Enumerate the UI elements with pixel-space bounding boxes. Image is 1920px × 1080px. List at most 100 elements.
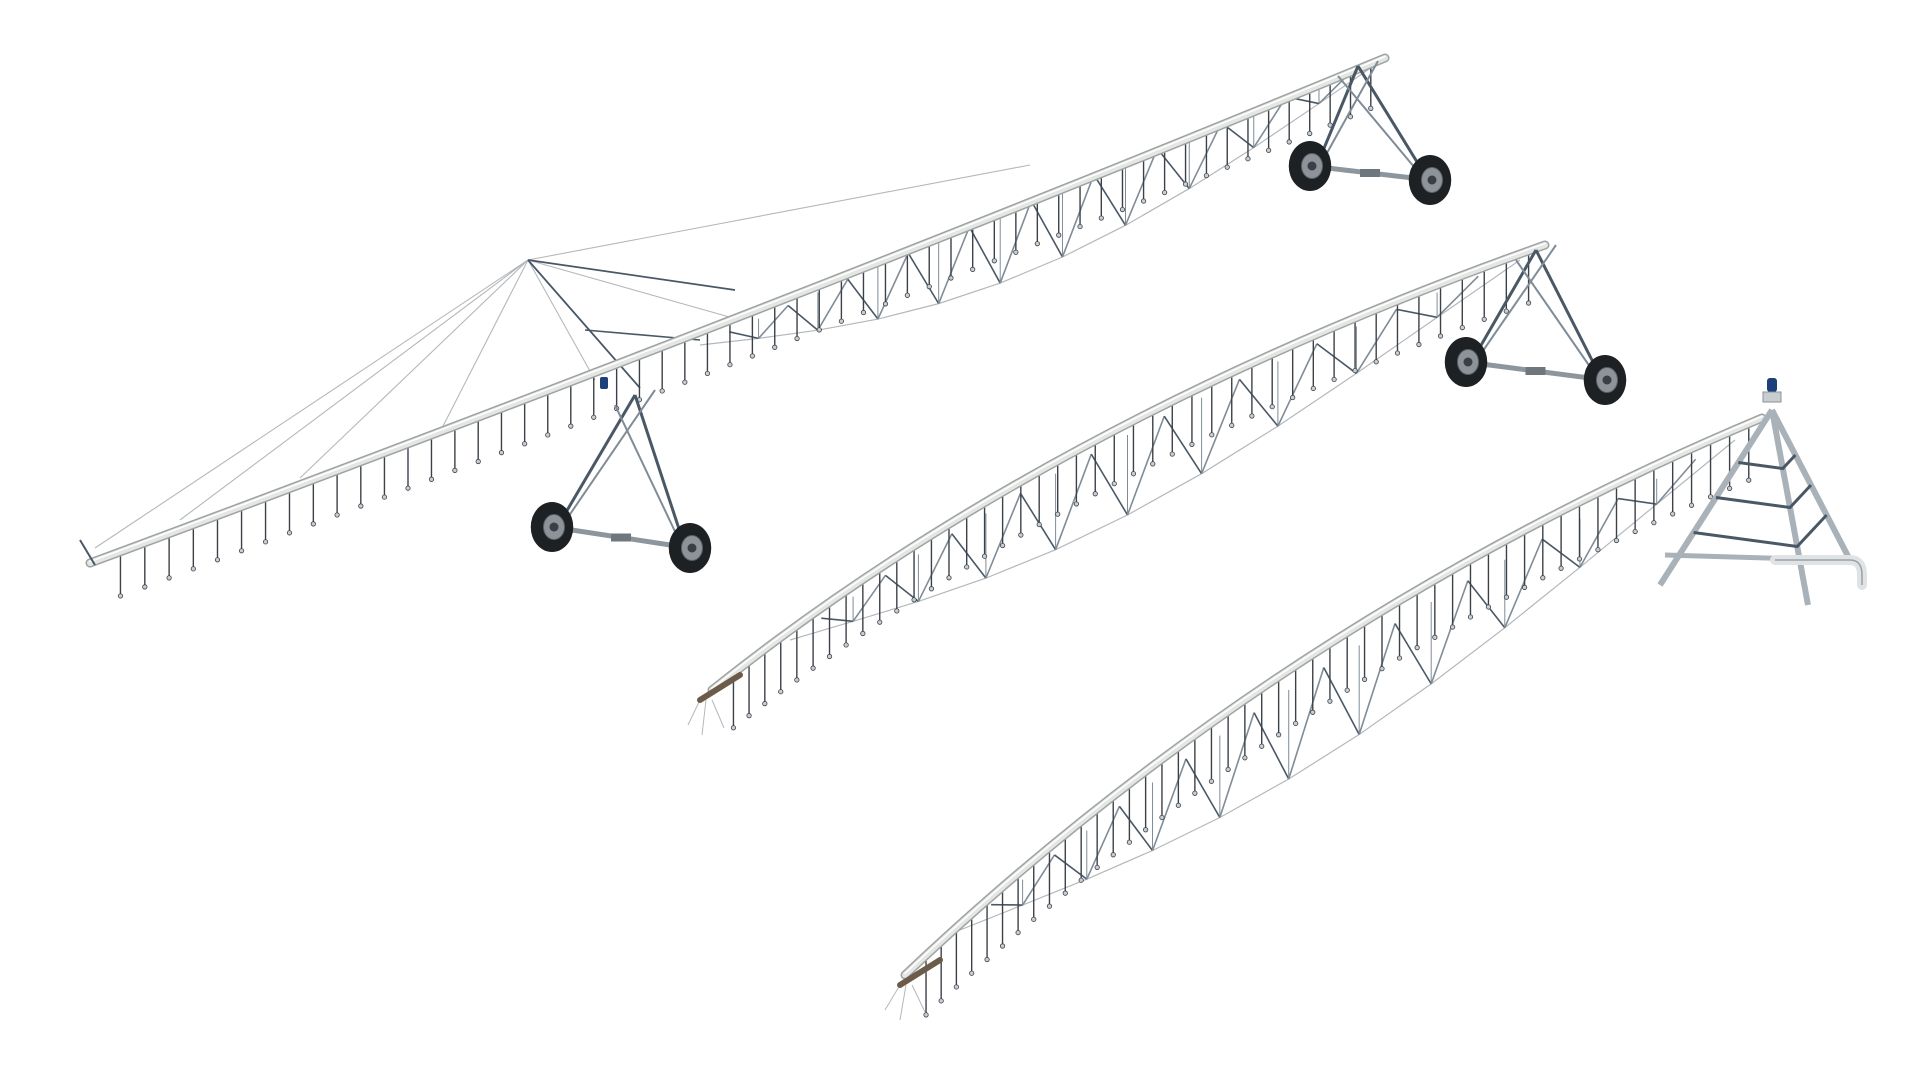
- overhang-cable-1: [179, 259, 529, 521]
- span-joint-hose-2: [697, 672, 743, 703]
- sprinkler-head-s3-17: [1175, 802, 1181, 808]
- sprinkler-head-s2-4: [778, 689, 784, 695]
- sprinkler-head-s1-24: [659, 388, 665, 394]
- sprinkler-head-s2-34: [1331, 376, 1337, 383]
- sprinkler-head-s3-45: [1670, 511, 1676, 517]
- sprinkler-head-s3-26: [1327, 698, 1333, 704]
- truss-brace-a-s3-8: [1467, 580, 1506, 629]
- sprinkler-head-s1-14: [428, 476, 435, 482]
- sprinkler-head-s2-37: [1394, 350, 1401, 356]
- truss-brace-b-s2-5: [1126, 415, 1166, 516]
- drive-tower-3-wheel-right-hub-center: [1602, 375, 1612, 385]
- sprinkler-head-s2-17: [1000, 542, 1006, 549]
- truss-brace-a-s2-9: [1396, 308, 1438, 319]
- sprinkler-head-s2-22: [1092, 491, 1098, 497]
- sprinkler-head-s2-30: [1249, 413, 1255, 419]
- pivot-rung-2: [1693, 513, 1828, 549]
- sprinkler-head-s1-16: [475, 458, 481, 465]
- pipe-outline-s2: [707, 240, 1550, 695]
- sprinkler-head-s2-9: [860, 630, 866, 637]
- drive-tower-3-wheel-left-hub-center: [1463, 357, 1473, 367]
- sprinkler-head-s2-33: [1310, 385, 1316, 392]
- sprinkler-head-s3-10: [1062, 890, 1068, 896]
- truss-brace-a-s1-1: [729, 331, 759, 340]
- truss-rod-s1: [699, 57, 1386, 346]
- sprinkler-head-s2-40: [1459, 325, 1465, 331]
- span-joint-hose-3: [897, 957, 943, 988]
- truss-brace-a-s3-7: [1394, 623, 1432, 685]
- sprinkler-head-s1-20: [568, 423, 574, 429]
- sprinkler-head-s1-8: [286, 530, 293, 536]
- sprinkler-head-s1-46: [1140, 198, 1147, 204]
- pipe-s1: [87, 55, 1388, 566]
- sprinkler-head-s2-26: [1169, 451, 1175, 457]
- sprinkler-head-s1-52: [1266, 147, 1272, 153]
- truss-brace-b-s1-2: [817, 278, 849, 331]
- sprinkler-head-s1-44: [1098, 215, 1104, 221]
- sprinkler-head-s3-36: [1503, 594, 1510, 600]
- sprinkler-head-s1-21: [591, 414, 597, 420]
- sprinkler-head-s1-47: [1162, 189, 1168, 196]
- sprinkler-head-s1-27: [727, 362, 733, 368]
- sprinkler-head-s1-40: [1013, 249, 1019, 255]
- truss-brace-a-s2-5: [1090, 453, 1129, 516]
- sprinkler-head-s3-38: [1540, 575, 1546, 581]
- sprinkler-head-s1-15: [452, 467, 458, 473]
- sprinkler-head-s1-48: [1182, 181, 1189, 187]
- sprinkler-head-s2-11: [894, 608, 900, 614]
- sprinkler-head-s3-11: [1078, 877, 1084, 883]
- drive-tower-1-gearbox: [611, 533, 631, 542]
- sprinkler-head-s3-9: [1046, 903, 1053, 909]
- sprinkler-head-s2-12: [911, 597, 917, 603]
- sprinkler-head-s3-8: [1031, 916, 1037, 922]
- truss-brace-a-s1-8: [1156, 148, 1190, 190]
- sprinkler-head-s1-43: [1077, 223, 1083, 230]
- overhang-cable-2: [299, 259, 529, 479]
- overhang-cable-0: [94, 259, 529, 549]
- tower-layer: [530, 60, 1867, 606]
- sprinkler-head-s1-10: [334, 512, 340, 518]
- pipe-highlight-s3: [904, 415, 1763, 975]
- sprinkler-head-s3-24: [1293, 720, 1299, 727]
- sprinkler-head-s2-6: [810, 665, 816, 671]
- sprinkler-head-s3-21: [1242, 755, 1248, 761]
- pivot-inlet-pipe-edge: [1775, 559, 1863, 585]
- sprinkler-head-s3-30: [1396, 655, 1403, 661]
- sprinkler-head-s3-22: [1259, 743, 1265, 749]
- sprinkler-head-s2-3: [762, 701, 768, 707]
- drive-tower-2-wheel-left-hub-center: [1307, 161, 1317, 171]
- sprinkler-head-s1-38: [970, 266, 976, 272]
- sprinkler-head-s2-18: [1018, 532, 1024, 538]
- truss-layer: [729, 70, 1697, 906]
- sprinkler-head-s1-26: [704, 370, 711, 377]
- sprinkler-head-s3-25: [1310, 709, 1316, 715]
- sprinkler-head-s3-34: [1467, 614, 1474, 620]
- sprinkler-head-s1-2: [142, 584, 148, 590]
- truss-brace-b-s1-4: [937, 226, 971, 304]
- truss-brace-a-s2-8: [1316, 343, 1357, 375]
- sprinkler-head-s2-43: [1525, 300, 1532, 306]
- sprinkler-head-s2-32: [1290, 394, 1296, 401]
- sprinkler-head-s2-2: [746, 713, 752, 719]
- sprinkler-head-s1-35: [904, 292, 910, 298]
- sprinkler-head-s3-31: [1414, 645, 1420, 651]
- drive-tower-2-brace-1: [1337, 75, 1421, 175]
- truss-brace-a-s1-2: [787, 304, 819, 331]
- sprinkler-head-s3-41: [1595, 547, 1601, 553]
- sprinkler-head-s3-23: [1276, 732, 1282, 738]
- truss-brace-b-s2-9: [1436, 275, 1479, 318]
- truss-brace-a-s2-1: [821, 617, 854, 623]
- drive-tower-1-wheel-left-hub-center: [549, 522, 559, 532]
- sprinkler-head-s3-27: [1344, 687, 1350, 693]
- sprinkler-head-s3-5: [984, 956, 990, 963]
- pipe-highlight-s2: [711, 242, 1546, 690]
- truss-brace-b-s2-2: [917, 533, 953, 602]
- sprinkler-head-s3-47: [1707, 494, 1714, 500]
- truss-brace-a-s3-4: [1185, 758, 1221, 818]
- sprinkler-head-s3-15: [1143, 827, 1149, 833]
- sprinkler-head-s2-19: [1036, 521, 1042, 528]
- truss-brace-a-s1-6: [1030, 200, 1064, 258]
- sprinkler-head-s3-19: [1208, 778, 1215, 784]
